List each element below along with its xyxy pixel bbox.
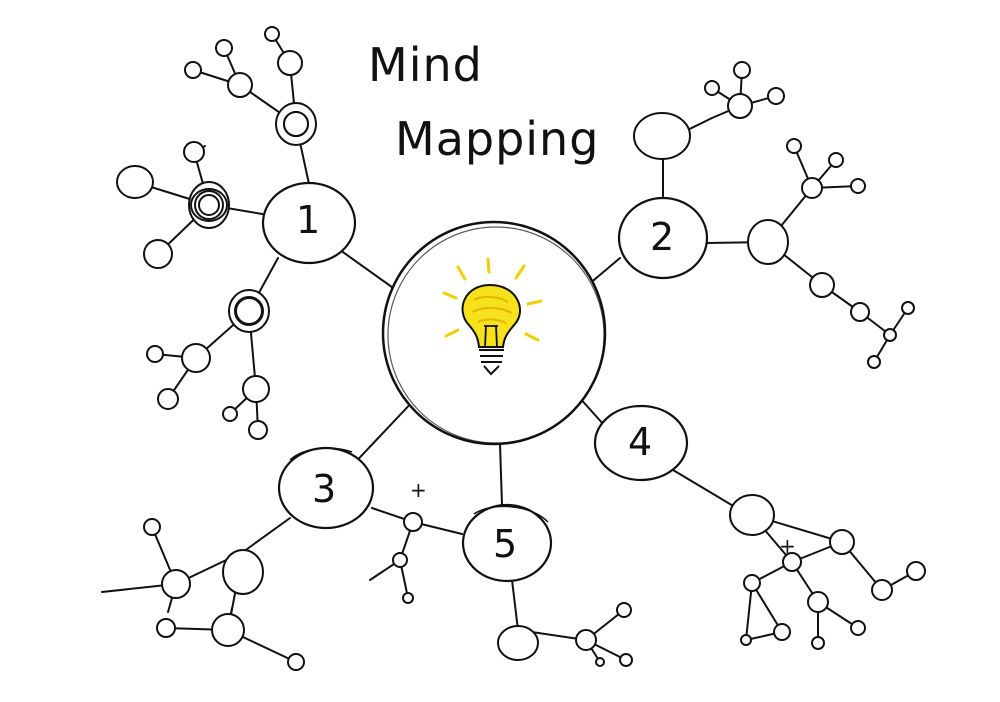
leaf-node [157, 388, 179, 410]
leaf-node [277, 50, 303, 76]
connector-line [499, 443, 503, 506]
branch-label-2: 2 [650, 215, 674, 259]
plus-mark: + [410, 478, 427, 502]
branch-node-5: 5 [461, 503, 553, 583]
leaf-node [782, 552, 802, 572]
leaf-node [811, 636, 825, 650]
leaf-node [729, 494, 775, 536]
branch-node-4: 4 [593, 404, 689, 482]
leaf-node [740, 634, 752, 646]
leaf-node [287, 653, 305, 671]
leaf-node [227, 72, 253, 98]
leaf-node [161, 569, 191, 599]
leaf-node [143, 518, 161, 536]
leaf-node [146, 345, 164, 363]
connector-line [242, 517, 291, 553]
branch-node-3: 3 [277, 446, 375, 530]
lightbulb-icon [442, 257, 543, 376]
leaf-node [747, 219, 789, 265]
leaf-node [773, 623, 791, 641]
leaf-node [392, 552, 408, 568]
stock-id: #367726269 [0, 470, 3, 556]
connector-line [339, 249, 397, 291]
leaf-node [871, 579, 893, 601]
leaf-node [809, 272, 835, 298]
leaf-node [906, 561, 926, 581]
leaf-node [497, 625, 539, 661]
plus-mark: + [779, 534, 796, 558]
leaf-node [283, 111, 309, 137]
leaf-node [198, 194, 220, 216]
leaf-node [743, 574, 761, 592]
leaf-node [143, 239, 173, 269]
leaf-node [211, 613, 245, 647]
leaf-node [402, 592, 414, 604]
leaf-node [595, 657, 605, 667]
leaf-node [727, 93, 753, 119]
leaf-node [616, 602, 632, 618]
leaf-node [704, 80, 720, 96]
connector-line [745, 582, 753, 641]
leaf-node [235, 297, 263, 325]
leaf-node [767, 87, 785, 105]
branch-label-4: 4 [628, 420, 652, 464]
connector-line [587, 257, 621, 286]
leaf-node [901, 301, 915, 315]
lightbulb-rays [442, 257, 543, 342]
leaf-node [619, 653, 633, 667]
leaf-node [222, 549, 264, 595]
leaf-node [850, 302, 870, 322]
leaf-node [883, 328, 897, 342]
branch-label-5: 5 [493, 522, 517, 566]
leaf-node [184, 61, 202, 79]
leaf-node [264, 26, 280, 42]
connector-line [347, 397, 417, 471]
leaf-node [575, 629, 597, 651]
leaf-node [828, 152, 844, 168]
leaf-node [215, 39, 233, 57]
connector-line [511, 579, 519, 631]
branch-label-3: 3 [312, 467, 336, 511]
leaf-node [786, 138, 802, 154]
leaf-node [181, 343, 211, 373]
leaf-node [156, 618, 176, 638]
leaf-node [801, 177, 823, 199]
central-node [381, 220, 607, 446]
leaf-node [850, 178, 866, 194]
leaf-node [867, 355, 881, 369]
leaf-node [733, 61, 751, 79]
connector-line [672, 469, 741, 511]
leaf-node [183, 141, 205, 163]
leaf-node [248, 420, 268, 440]
leaf-node [807, 591, 829, 613]
leaf-nodes [116, 26, 926, 671]
leaf-node [116, 165, 154, 199]
connector-line [751, 582, 783, 633]
branch-label-1: 1 [296, 198, 320, 242]
lightbulb-base [479, 349, 504, 376]
leaf-node [633, 112, 691, 160]
leaf-node [242, 375, 270, 403]
title-line-2: Mapping [395, 112, 600, 166]
branch-node-2: 2 [617, 196, 709, 280]
leaf-node [829, 529, 855, 555]
branch-node-1: 1 [261, 181, 357, 265]
leaf-node [850, 620, 866, 636]
leaf-node [403, 512, 423, 532]
title-line-1: Mind [368, 38, 483, 92]
leaf-node [222, 406, 238, 422]
